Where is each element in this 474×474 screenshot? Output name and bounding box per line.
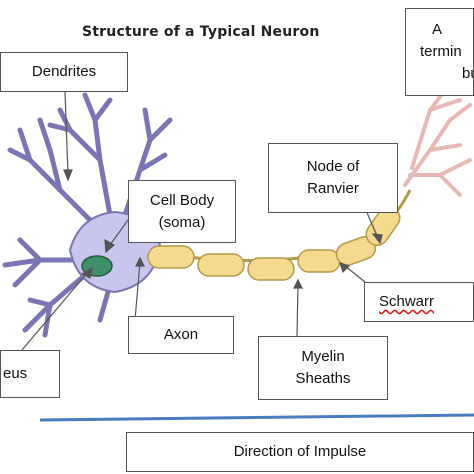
label-dendrites: Dendrites <box>0 52 128 92</box>
label-cell-body-line1: Cell Body <box>149 191 215 209</box>
label-axon-text: Axon <box>163 326 199 343</box>
myelin-segment <box>297 249 341 273</box>
myelin-sheaths <box>147 206 401 281</box>
label-myelin-sheaths: Myelin Sheaths <box>258 336 388 400</box>
myelin-segment <box>247 257 295 281</box>
label-nucleus: eus <box>0 350 60 398</box>
axon-terminals <box>403 88 472 197</box>
myelin-segment <box>147 245 195 269</box>
label-terminal-line2: termin <box>420 43 462 60</box>
label-dendrites-text: Dendrites <box>31 63 97 80</box>
label-myelin-line2: Sheaths <box>295 370 351 387</box>
label-direction-text: Direction of Impulse <box>233 443 367 460</box>
label-node-line1: Node of <box>306 158 360 175</box>
diagram-title: Structure of a Typical Neuron <box>82 24 320 40</box>
label-nucleus-text: eus <box>3 365 28 382</box>
label-node-of-ranvier: Node of Ranvier <box>268 143 398 213</box>
label-terminal-line3: bu <box>462 65 473 82</box>
label-myelin-line1: Myelin <box>301 348 345 365</box>
dendrites <box>2 92 173 338</box>
impulse-line <box>39 413 474 422</box>
label-cell-body-line2: (soma) <box>158 213 206 231</box>
label-direction-of-impulse: Direction of Impulse <box>126 432 474 472</box>
myelin-segment <box>197 253 245 277</box>
label-cell-body: Cell Body (soma) <box>128 180 236 243</box>
label-schwann-cell: Schwarr <box>364 282 474 322</box>
label-axon: Axon <box>128 316 234 354</box>
label-schwann-text: Schwarr <box>379 293 435 310</box>
label-node-line2: Ranvier <box>307 180 359 197</box>
label-terminal-line1: A <box>432 21 443 38</box>
label-axon-terminal: A termin bu <box>405 8 474 96</box>
